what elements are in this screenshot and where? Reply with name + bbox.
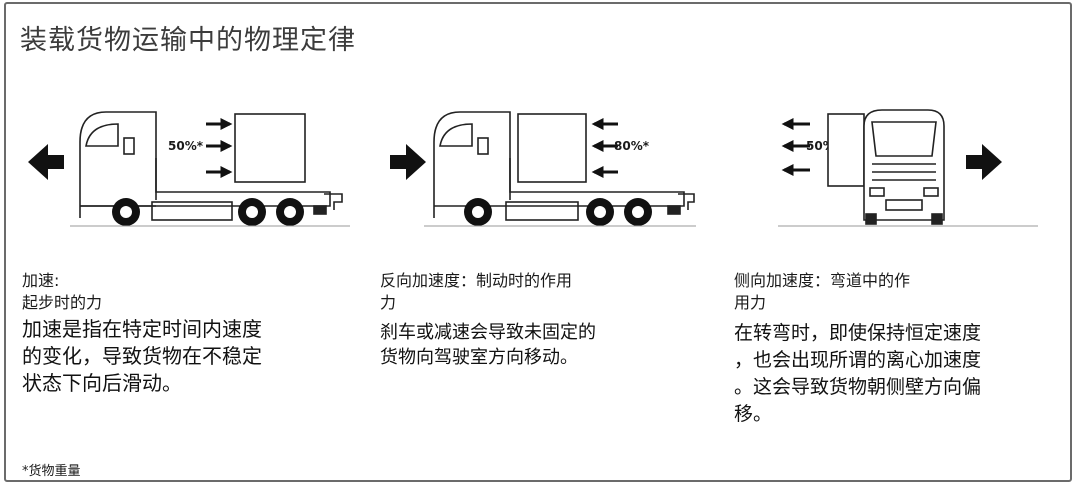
force-arrows-right-icon — [206, 118, 233, 178]
body-line: 加速是指在特定时间内速度 — [22, 317, 262, 341]
heading-line: 侧向加速度：弯道中的作 — [734, 271, 911, 290]
arrow-left-icon — [28, 144, 64, 180]
wheels — [112, 198, 304, 226]
acceleration-heading: 加速: 起步时的力 — [22, 270, 352, 314]
heading-line: 反向加速度：制动时的作用 — [380, 271, 573, 290]
percent-label: 80%* — [614, 139, 650, 153]
body-line: 货物向驾驶室方向移动。 — [380, 347, 578, 368]
braking-illustration: 80%* — [378, 96, 698, 238]
lateral-column: 侧向加速度：弯道中的作 用力 在转弯时，即使保持恒定速度 ，也会出现所谓的离心加… — [734, 270, 1034, 428]
arrow-right-icon — [966, 144, 1002, 180]
heading-line: 加速: — [22, 271, 60, 290]
diagram-frame — [4, 2, 1072, 482]
footnote: *货物重量 — [22, 464, 81, 479]
cargo-box-icon — [234, 113, 306, 183]
cargo-box-icon — [517, 113, 587, 183]
lateral-description: 在转弯时，即使保持恒定速度 ，也会出现所谓的离心加速度 。这会导致货物朝侧壁方向… — [734, 320, 1034, 428]
heading-line: 用力 — [734, 293, 767, 312]
lateral-illustration: 50%* — [778, 96, 1038, 238]
heading-line: 力 — [380, 293, 397, 312]
heading-line: 起步时的力 — [22, 293, 103, 312]
body-line: 在转弯时，即使保持恒定速度 — [734, 322, 982, 344]
wheels — [464, 198, 652, 226]
force-arrows-left-icon — [781, 118, 810, 176]
truck-side-icon — [433, 111, 695, 221]
page-title: 装载货物运输中的物理定律 — [20, 25, 356, 56]
truck-front-icon — [863, 109, 945, 225]
acceleration-column: 加速: 起步时的力 加速是指在特定时间内速度 的变化，导致货物在不稳定 状态下向… — [22, 270, 352, 397]
force-arrows-left-icon — [591, 118, 618, 178]
body-line: 。这会导致货物朝侧壁方向偏 — [734, 376, 982, 398]
truck-side-icon — [79, 111, 343, 221]
body-line: ，也会出现所谓的离心加速度 — [734, 349, 982, 371]
body-line: 的变化，导致货物在不稳定 — [22, 344, 262, 368]
body-line: 刹车或减速会导致未固定的 — [380, 322, 596, 343]
braking-heading: 反向加速度：制动时的作用 力 — [380, 270, 680, 314]
body-line: 状态下向后滑动。 — [22, 371, 182, 395]
braking-description: 刹车或减速会导致未固定的 货物向驾驶室方向移动。 — [380, 320, 680, 370]
percent-label: 50%* — [168, 139, 204, 153]
braking-column: 反向加速度：制动时的作用 力 刹车或减速会导致未固定的 货物向驾驶室方向移动。 — [380, 270, 680, 370]
acceleration-illustration: 50%* — [20, 96, 350, 238]
cargo-box-icon — [827, 113, 865, 187]
lateral-heading: 侧向加速度：弯道中的作 用力 — [734, 270, 1034, 314]
acceleration-description: 加速是指在特定时间内速度 的变化，导致货物在不稳定 状态下向后滑动。 — [22, 316, 352, 397]
arrow-right-icon — [390, 144, 426, 180]
body-line: 移。 — [734, 403, 773, 425]
